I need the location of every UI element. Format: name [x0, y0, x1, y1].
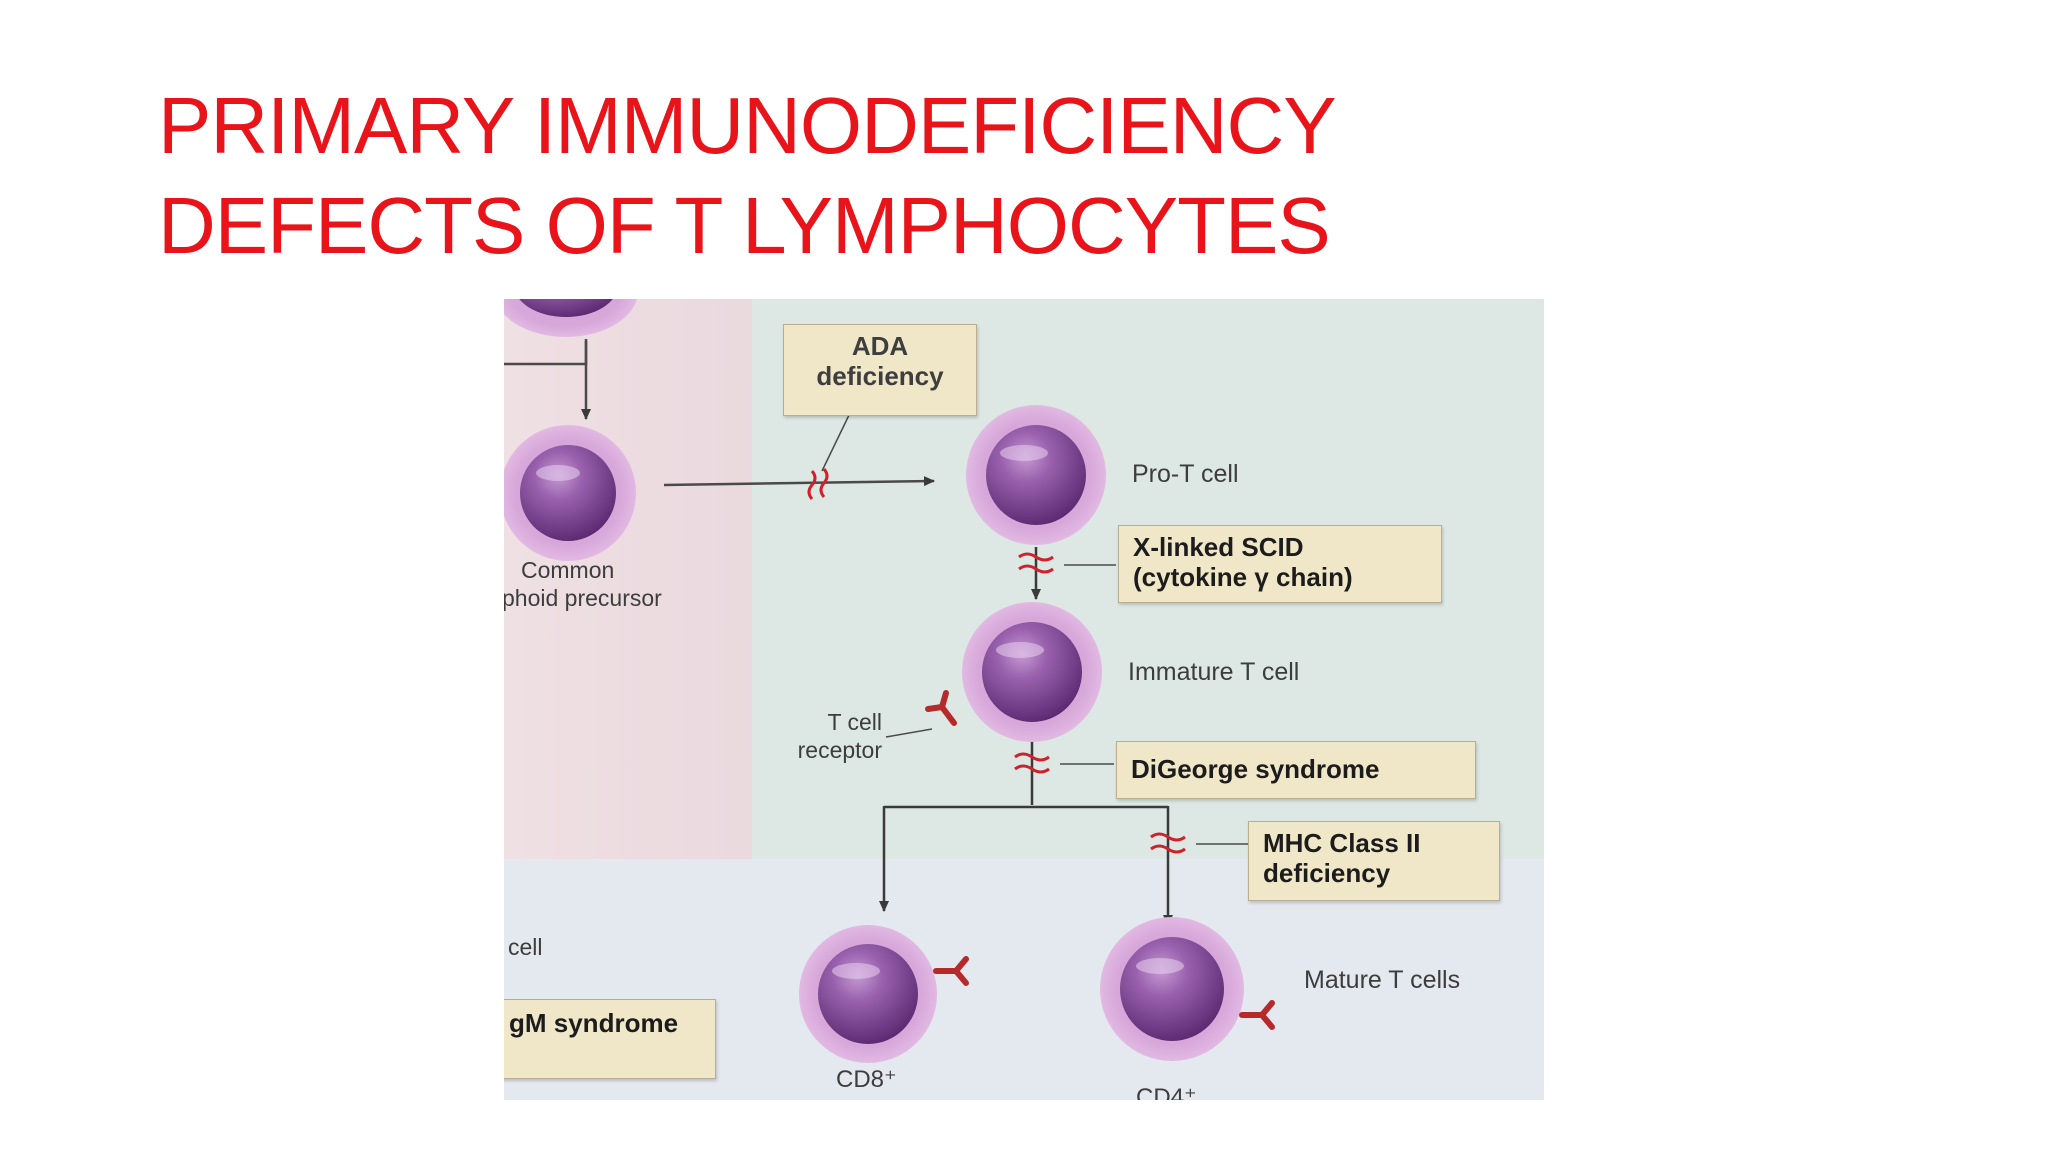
mhc-line-1: MHC Class II: [1263, 828, 1421, 858]
cd8-receptor-icon: [933, 956, 969, 986]
slide-title: PRIMARY IMMUNODEFICIENCY DEFECTS OF T LY…: [158, 76, 1658, 276]
b-cell-label-fragment: cell: [508, 934, 543, 960]
block-marker-ada: [807, 468, 829, 500]
t-cell-development-diagram: ADA deficiency Pro-T cell X-linked SCID …: [504, 299, 1544, 1100]
pro-t-cell: [966, 405, 1106, 545]
stem-cell-partial: [504, 299, 637, 337]
pro-t-cell-label: Pro-T cell: [1132, 460, 1239, 488]
digeorge-label: DiGeorge syndrome: [1131, 754, 1380, 784]
cd4-receptor-icon: [1239, 1000, 1275, 1030]
igm-label: gM syndrome: [509, 1008, 679, 1038]
immature-t-cell-label: Immature T cell: [1128, 658, 1300, 686]
title-line-1: PRIMARY IMMUNODEFICIENCY: [158, 81, 1337, 170]
xscid-line-2: (cytokine γ chain): [1133, 562, 1353, 592]
pink-panel: [504, 299, 752, 859]
xscid-line-1: X-linked SCID: [1133, 532, 1304, 562]
x-linked-scid-box: X-linked SCID (cytokine γ chain): [1118, 525, 1442, 603]
cd8-label: CD8⁺: [836, 1066, 897, 1093]
mhc-class-ii-box: MHC Class II deficiency: [1248, 821, 1500, 901]
ada-line-1: ADA: [851, 331, 909, 361]
tcr-label-2: receptor: [797, 737, 882, 763]
cd4-t-cell: [1100, 917, 1244, 1061]
cd8-t-cell: [799, 925, 937, 1063]
tcr-label-1: T cell: [827, 709, 882, 735]
common-precursor-label-2: phoid precursor: [504, 585, 662, 611]
block-marker-xscid: [1018, 552, 1054, 574]
immature-t-cell: [962, 602, 1102, 742]
mature-t-cells-label: Mature T cells: [1304, 966, 1461, 994]
title-line-2: DEFECTS OF T LYMPHOCYTES: [158, 181, 1331, 270]
digeorge-syndrome-box: DiGeorge syndrome: [1116, 741, 1476, 799]
t-cell-receptor-icon: [925, 690, 957, 726]
diagram-graphics: [504, 299, 1544, 1100]
igm-syndrome-box: gM syndrome: [504, 999, 716, 1079]
cd4-label: CD4⁺: [1136, 1084, 1197, 1100]
mhc-line-2: deficiency: [1263, 858, 1391, 888]
block-marker-mhc: [1150, 832, 1186, 854]
common-precursor-label-1: Common: [521, 557, 615, 583]
block-marker-digeorge: [1014, 752, 1050, 774]
common-lymphoid-precursor-cell: [504, 425, 636, 561]
ada-deficiency-box: ADA deficiency: [783, 324, 977, 416]
ada-line-2: deficiency: [816, 361, 944, 391]
